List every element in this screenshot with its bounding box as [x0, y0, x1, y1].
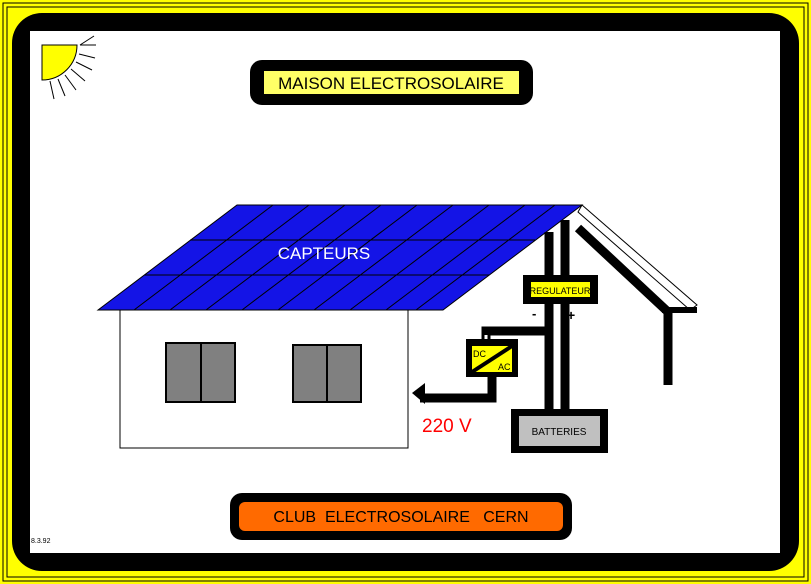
sun-icon	[41, 35, 96, 100]
house-wall	[119, 309, 409, 449]
dc-label: DC	[473, 349, 486, 359]
footer-label: CLUB ELECTROSOLAIRE CERN	[273, 509, 528, 526]
page-title: MAISON ELECTROSOLAIRE	[278, 74, 504, 93]
ac-label: AC	[498, 362, 511, 372]
regulator-label: REGULATEUR	[530, 286, 591, 296]
date-code: 8.3.92	[31, 538, 51, 545]
plus-label: +	[567, 307, 575, 323]
output-arrow-icon	[412, 383, 425, 404]
window	[165, 342, 236, 403]
panels-label: CAPTEURS	[278, 244, 371, 263]
minus-label: -	[532, 306, 536, 321]
window	[292, 344, 362, 403]
solar-panels: CAPTEURS	[96, 204, 584, 311]
batteries-label: BATTERIES	[532, 427, 587, 438]
voltage-label: 220 V	[422, 416, 472, 437]
